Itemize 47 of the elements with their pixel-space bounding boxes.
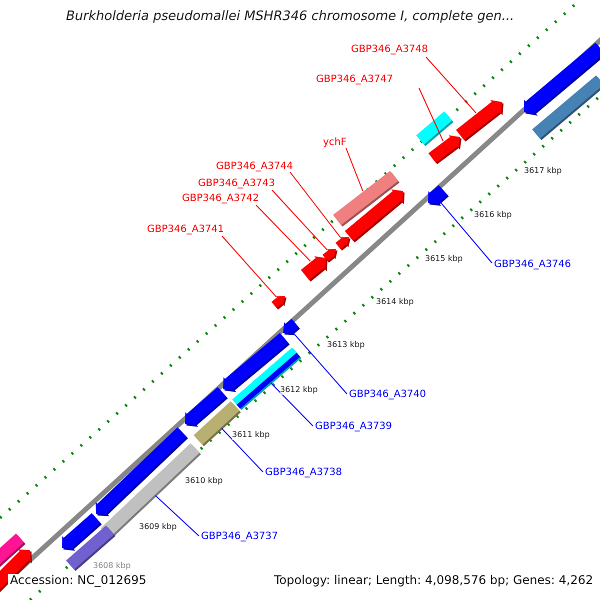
gene-label: GBP346_A3741 [147,224,224,235]
leader-line [290,172,341,238]
scale-label: 3615 kbp [425,255,463,264]
gene-label: ychF [323,137,347,148]
gene-segment [428,135,462,164]
leader-line [222,236,277,298]
leader-line [221,428,264,472]
gene-segment [300,256,328,282]
leader-line [418,88,444,142]
leader-line [440,202,492,264]
accession-text: Accession: NC_012695 [8,574,148,588]
gene-label: GBP346_A3743 [198,178,276,189]
scale-label: 3612 kbp [280,386,318,395]
scale-label: 3616 kbp [474,211,512,220]
gene-label: GBP346_A3744 [216,161,294,172]
gene-segment [456,100,504,142]
scale-label: 3609 kbp [139,523,177,532]
leader-line [270,382,314,426]
gene-segment [336,237,350,251]
gene-segment [283,318,300,336]
gene-segment [344,189,404,242]
scale-label: 3608 kbp [93,562,131,571]
scale-label: 3611 kbp [232,431,270,440]
leader-line [292,332,348,394]
gene-label: GBP346_A3747 [316,74,394,85]
scale-label: 3613 kbp [327,341,365,350]
gene-label: GBP346_A3739 [315,421,392,432]
gene-segment [428,185,449,206]
gene-label: GBP346_A3748 [351,44,428,55]
scale-label: 3610 kbp [185,477,223,486]
leader-line [426,56,476,114]
gene-label: GBP346_A3742 [182,193,260,204]
gene-label: GBP346_A3746 [494,259,572,270]
map-title: Burkholderia pseudomallei MSHR346 chromosome I, complete gen... [66,10,514,24]
gene-segment [532,75,600,140]
leader-line [256,204,311,262]
scale-label: 3617 kbp [524,167,562,176]
gene-label: GBP346_A3738 [265,467,342,478]
scale-label: 3614 kbp [376,298,414,307]
leader-line [346,148,364,192]
leader-line [272,190,328,250]
gene-label: GBP346_A3740 [349,389,426,400]
gene-segment [185,387,228,427]
gene-segment [416,111,454,146]
leader-line [155,495,200,536]
gene-segment [272,296,286,310]
gene-label: GBP346_A3737 [201,531,278,542]
